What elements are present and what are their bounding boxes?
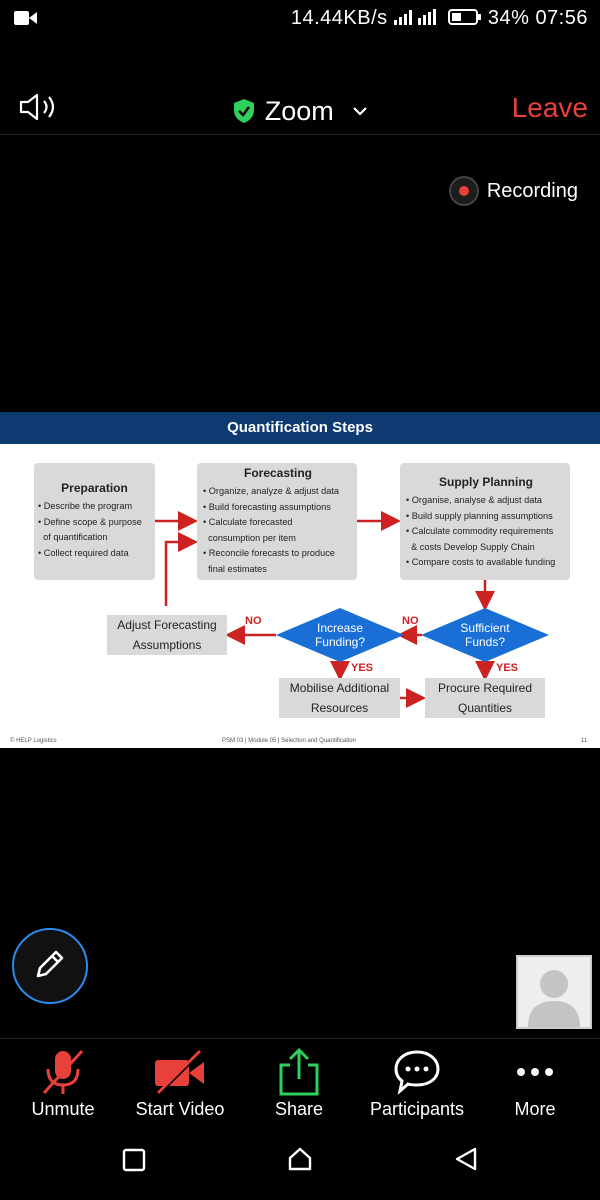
share-icon (239, 1047, 359, 1097)
list-item: • Collect required data (38, 547, 129, 558)
recording-indicator[interactable]: Recording (448, 176, 578, 206)
list-item: • Describe the program (38, 501, 133, 511)
list-item: final estimates (208, 563, 267, 574)
list-item: • Build supply planning assumptions (406, 510, 553, 521)
more-dots-icon (475, 1047, 595, 1097)
list-item: • Organise, analyse & adjust data (406, 495, 543, 505)
back-icon[interactable] (453, 1146, 479, 1177)
list-item: • Reconcile forecasts to produce (203, 548, 335, 558)
leave-button[interactable]: Leave (511, 92, 588, 123)
participants-button[interactable]: Participants (357, 1039, 477, 1139)
meeting-toolbar: Unmute Start Video Share Participants Mo… (0, 1038, 600, 1139)
slide-footer-center: PSM 03 | Module 05 | Selection and Quant… (222, 738, 356, 744)
no-label: NO (245, 615, 262, 627)
list-item: • Define scope & purpose (38, 516, 142, 527)
chevron-down-icon (353, 92, 368, 123)
yes-label: YES (351, 662, 374, 674)
shield-check-icon (233, 98, 255, 131)
pencil-icon (33, 947, 67, 986)
muted-microphone-icon (3, 1047, 123, 1097)
recent-apps-icon[interactable] (122, 1148, 146, 1177)
meeting-top-bar: Zoom Leave (0, 70, 600, 135)
list-item: • Calculate commodity requirements (406, 526, 554, 536)
adjust-line-1: Adjust Forecasting (117, 618, 217, 632)
meeting-title-text: Zoom (264, 96, 334, 126)
chat-bubble-icon (357, 1047, 477, 1097)
recording-label: Recording (486, 179, 578, 202)
avatar (518, 970, 590, 1027)
slide-footer-left: © HELP Logistics (10, 738, 57, 744)
self-video-thumbnail[interactable] (516, 955, 592, 1029)
share-label: Share (274, 1099, 324, 1119)
battery-percent: 34% (487, 7, 530, 29)
signal-icon (393, 7, 448, 29)
start-video-button[interactable]: Start Video (120, 1039, 240, 1139)
increase-funding-diamond: Increase Funding? (314, 621, 366, 649)
increase-funding-diamond-shape (276, 608, 404, 662)
shared-screen-slide: Quantification Steps Preparation • Descr… (0, 412, 600, 748)
supply-planning-box: Supply Planning • Organise, analyse & ad… (400, 463, 570, 580)
supply-planning-title: Supply Planning (438, 475, 533, 489)
sufficient-funds-diamond: Sufficient Funds? (460, 621, 510, 649)
sufficient-funds-diamond-shape (421, 608, 549, 662)
speaker-icon[interactable] (18, 92, 60, 127)
procure-quantities-box: Procure Required Quantities (425, 678, 545, 718)
participants-label: Participants (369, 1099, 465, 1119)
start-video-label: Start Video (135, 1099, 225, 1119)
list-item: & costs Develop Supply Chain (411, 541, 535, 552)
list-item: • Compare costs to available funding (406, 557, 556, 567)
clock: 07:56 (535, 7, 588, 29)
system-navigation-bar (0, 1140, 600, 1200)
mobilise-resources-box: Mobilise Additional Resources (279, 678, 400, 718)
flow-arrows (155, 511, 549, 708)
list-item: • Calculate forecasted (203, 517, 293, 527)
list-item: • Organize, analyze & adjust data (203, 486, 340, 496)
unmute-button[interactable]: Unmute (3, 1039, 123, 1139)
more-label: More (514, 1099, 556, 1119)
forecasting-box: Forecasting • Organize, analyze & adjust… (197, 463, 357, 580)
adjust-line-2: Assumptions (132, 638, 202, 652)
yes-label: YES (496, 662, 519, 674)
list-item: of quantification (43, 532, 108, 542)
slide-page-number: 11 (581, 738, 588, 744)
list-item: • Build forecasting assumptions (203, 501, 331, 512)
battery-icon (447, 7, 488, 29)
unmute-label: Unmute (31, 1099, 95, 1119)
meeting-title[interactable]: Zoom (0, 92, 600, 131)
status-bar: 14.44KB/s 34% 07:56 (0, 0, 600, 40)
preparation-title: Preparation (61, 481, 128, 495)
forecasting-title: Forecasting (243, 466, 312, 480)
more-button[interactable]: More (475, 1039, 595, 1139)
home-icon[interactable] (287, 1146, 313, 1177)
no-label: NO (402, 615, 419, 627)
slide-title: Quantification Steps (0, 412, 600, 444)
video-camera-status-icon (14, 8, 38, 33)
adjust-forecasting-box: Adjust Forecasting Assumptions (107, 615, 227, 655)
list-item: consumption per item (208, 532, 296, 543)
annotate-button[interactable] (12, 928, 88, 1004)
record-dot-icon (448, 176, 479, 206)
network-speed: 14.44KB/s (290, 7, 388, 29)
share-button[interactable]: Share (239, 1039, 359, 1139)
video-off-icon (120, 1047, 240, 1097)
preparation-box: Preparation • Describe the program • Def… (34, 463, 155, 580)
